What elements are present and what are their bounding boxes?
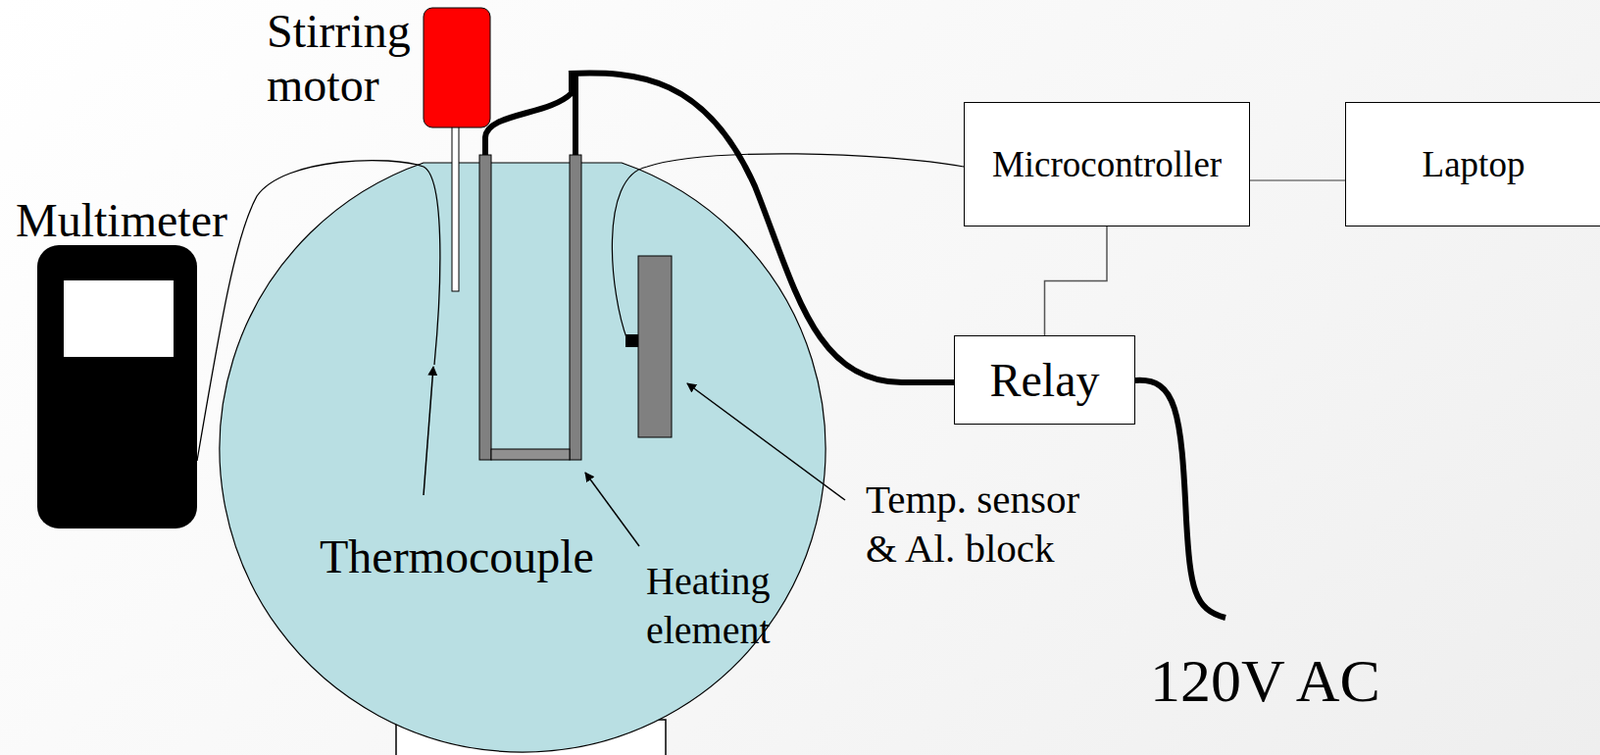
aluminium-block [638, 255, 672, 438]
heating-element-leg [569, 154, 582, 460]
thermocouple-wire [197, 160, 441, 461]
leader-line [687, 383, 846, 500]
temp-sensor [625, 334, 639, 348]
heating-element-base [491, 449, 570, 460]
controller-box: Microcontroller [963, 101, 1250, 227]
water-bath [219, 162, 826, 752]
multimeter-screen [63, 280, 174, 357]
box-label: Microcontroller [992, 143, 1222, 186]
power-wire [572, 73, 579, 155]
supply-label: 120V AC [1150, 646, 1381, 715]
box-label: Relay [990, 352, 1100, 407]
part-label: Temp. sensor & Al. block [865, 474, 1101, 573]
sensor-wire [611, 153, 964, 341]
part-label: Stirring motor [266, 3, 434, 112]
part-label: Heating element [646, 556, 789, 655]
control-link [1045, 226, 1108, 336]
mains-cable [1135, 380, 1226, 618]
stirrer-shaft [451, 125, 459, 292]
computer-box: Laptop [1345, 101, 1600, 227]
power-wire [485, 73, 572, 155]
multimeter-body [37, 245, 198, 529]
relay-box: Relay [953, 335, 1136, 425]
leader-line [423, 366, 434, 496]
box-label: Laptop [1422, 143, 1526, 186]
heating-element-leg [479, 154, 492, 460]
part-label: Multimeter [15, 193, 228, 248]
stirring-motor [423, 7, 491, 128]
data-link [1250, 179, 1346, 182]
part-label: Thermocouple [319, 529, 595, 584]
